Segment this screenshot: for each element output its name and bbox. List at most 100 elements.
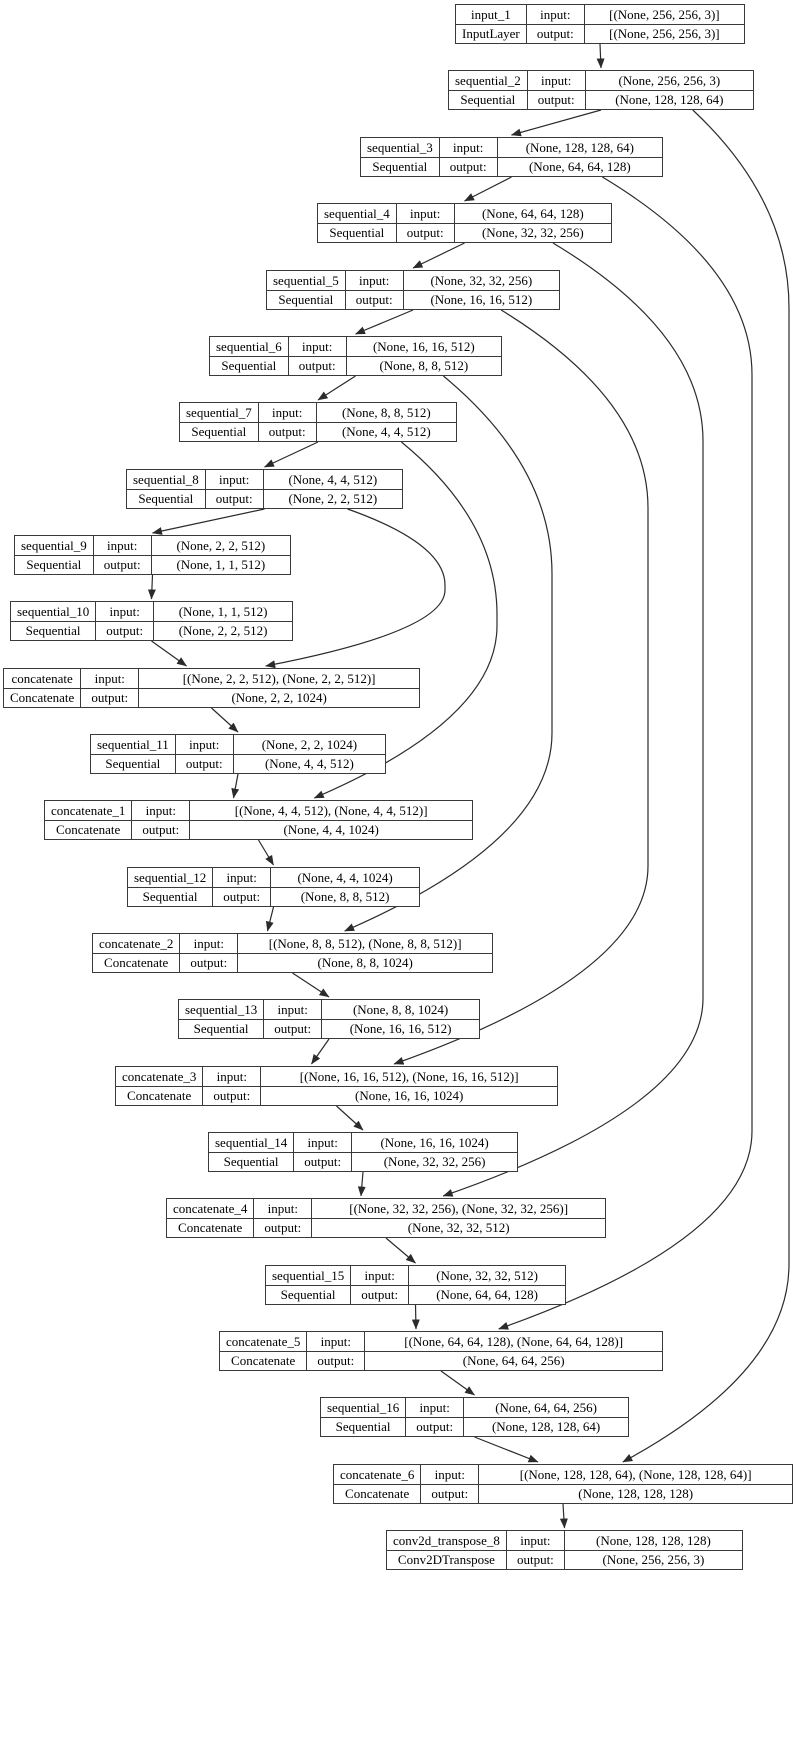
layer-name: sequential_2 bbox=[455, 72, 521, 88]
layer-name: concatenate_2 bbox=[99, 935, 174, 951]
layer-type: Concatenate bbox=[45, 820, 132, 839]
input-label: input: bbox=[350, 1266, 408, 1285]
output-label: output: bbox=[525, 24, 584, 43]
output-label: output: bbox=[438, 157, 497, 176]
input-shape: (None, 64, 64, 256) bbox=[463, 1398, 628, 1417]
output-shape: (None, 32, 32, 512) bbox=[311, 1218, 605, 1237]
input-label: input: bbox=[131, 801, 189, 820]
output-label: output: bbox=[202, 1086, 261, 1105]
layer-name: sequential_8 bbox=[133, 471, 199, 487]
edge-sequential_6-concatenate_2-skip bbox=[344, 375, 553, 932]
edge-sequential_9-sequential_10-direct bbox=[147, 574, 156, 600]
layer-type: Sequential bbox=[91, 754, 175, 773]
output-label: output: bbox=[131, 820, 190, 839]
edge-concatenate_6-conv2d_transpose_8-direct bbox=[559, 1503, 568, 1529]
output-shape: (None, 4, 4, 1024) bbox=[189, 820, 472, 839]
output-label: output: bbox=[80, 688, 139, 707]
output-label: output: bbox=[344, 290, 403, 309]
output-shape: (None, 128, 128, 128) bbox=[478, 1484, 792, 1503]
layer-name: conv2d_transpose_8 bbox=[393, 1532, 500, 1548]
input-shape: [(None, 128, 128, 64), (None, 128, 128, … bbox=[478, 1465, 792, 1484]
layer-name: sequential_14 bbox=[215, 1134, 288, 1150]
output-shape: (None, 16, 16, 1024) bbox=[260, 1086, 557, 1105]
edge-sequential_11-concatenate_1-direct bbox=[231, 773, 240, 799]
output-shape: (None, 256, 256, 3) bbox=[563, 1550, 742, 1569]
edge-sequential_2-concatenate_6-skip bbox=[622, 109, 790, 1463]
output-shape: (None, 16, 16, 512) bbox=[321, 1019, 479, 1038]
output-label: output: bbox=[212, 887, 271, 906]
edge-sequential_3-concatenate_5-skip bbox=[498, 176, 753, 1330]
output-label: output: bbox=[350, 1285, 409, 1304]
edge-sequential_12-concatenate_2-direct bbox=[265, 906, 275, 932]
output-shape: (None, 8, 8, 512) bbox=[270, 887, 419, 906]
input-shape: (None, 4, 4, 1024) bbox=[270, 868, 419, 887]
output-label: output: bbox=[257, 422, 316, 441]
output-shape: (None, 64, 64, 128) bbox=[408, 1285, 565, 1304]
edge-sequential_4-sequential_5-direct bbox=[412, 242, 465, 269]
edge-sequential_16-concatenate_6-direct bbox=[474, 1436, 539, 1463]
input-label: input: bbox=[293, 1133, 351, 1152]
layer-type: Sequential bbox=[318, 223, 396, 242]
input-label: input: bbox=[202, 1067, 260, 1086]
edge-concatenate_2-sequential_13-direct bbox=[292, 972, 330, 998]
input-label: input: bbox=[526, 71, 585, 90]
input-shape: (None, 2, 2, 1024) bbox=[232, 735, 385, 754]
layer-type: Concatenate bbox=[4, 688, 81, 707]
output-label: output: bbox=[505, 1550, 564, 1569]
output-label: output: bbox=[253, 1218, 312, 1237]
output-label: output: bbox=[293, 1152, 352, 1171]
output-shape: (None, 64, 64, 128) bbox=[496, 157, 662, 176]
output-label: output: bbox=[204, 489, 263, 508]
edge-sequential_13-concatenate_3-direct bbox=[311, 1038, 330, 1065]
output-shape: (None, 64, 64, 256) bbox=[364, 1351, 662, 1370]
layer-name: concatenate_6 bbox=[340, 1466, 415, 1482]
layer-type: Sequential bbox=[266, 1285, 351, 1304]
output-label: output: bbox=[306, 1351, 365, 1370]
edge-sequential_15-concatenate_5-direct bbox=[411, 1304, 420, 1330]
layer-type: Sequential bbox=[179, 1019, 264, 1038]
output-shape: (None, 128, 128, 64) bbox=[463, 1417, 628, 1436]
input-label: input: bbox=[287, 337, 346, 356]
output-label: output: bbox=[179, 953, 238, 972]
output-shape: (None, 128, 128, 64) bbox=[584, 90, 753, 109]
layer-name: sequential_11 bbox=[97, 736, 169, 752]
input-label: input: bbox=[420, 1465, 478, 1484]
input-label: input: bbox=[438, 138, 497, 157]
output-shape: [(None, 256, 256, 3)] bbox=[583, 24, 744, 43]
layer-name: concatenate_3 bbox=[122, 1068, 197, 1084]
output-label: output: bbox=[174, 754, 233, 773]
layer-name: sequential_5 bbox=[273, 272, 339, 288]
edge-concatenate_4-sequential_15-direct bbox=[385, 1237, 416, 1264]
output-shape: (None, 8, 8, 512) bbox=[345, 356, 501, 375]
input-label: input: bbox=[212, 868, 270, 887]
input-shape: [(None, 2, 2, 512), (None, 2, 2, 512)] bbox=[138, 669, 419, 688]
input-shape: (None, 2, 2, 512) bbox=[150, 536, 290, 555]
input-label: input: bbox=[405, 1398, 463, 1417]
layer-name: sequential_3 bbox=[367, 139, 433, 155]
output-shape: (None, 4, 4, 512) bbox=[315, 422, 456, 441]
edge-sequential_6-sequential_7-direct bbox=[317, 375, 356, 401]
edge-sequential_8-concatenate-skip bbox=[265, 508, 446, 669]
input-label: input: bbox=[257, 403, 316, 422]
edge-concatenate_3-sequential_14-direct bbox=[336, 1105, 364, 1131]
output-shape: (None, 32, 32, 256) bbox=[351, 1152, 517, 1171]
output-shape: (None, 16, 16, 512) bbox=[402, 290, 559, 309]
layer-type: Sequential bbox=[361, 157, 439, 176]
output-shape: (None, 4, 4, 512) bbox=[232, 754, 385, 773]
input-shape: (None, 16, 16, 1024) bbox=[351, 1133, 517, 1152]
output-label: output: bbox=[420, 1484, 479, 1503]
input-label: input: bbox=[263, 1000, 321, 1019]
output-label: output: bbox=[526, 90, 585, 109]
output-label: output: bbox=[287, 356, 346, 375]
input-shape: (None, 256, 256, 3) bbox=[584, 71, 753, 90]
